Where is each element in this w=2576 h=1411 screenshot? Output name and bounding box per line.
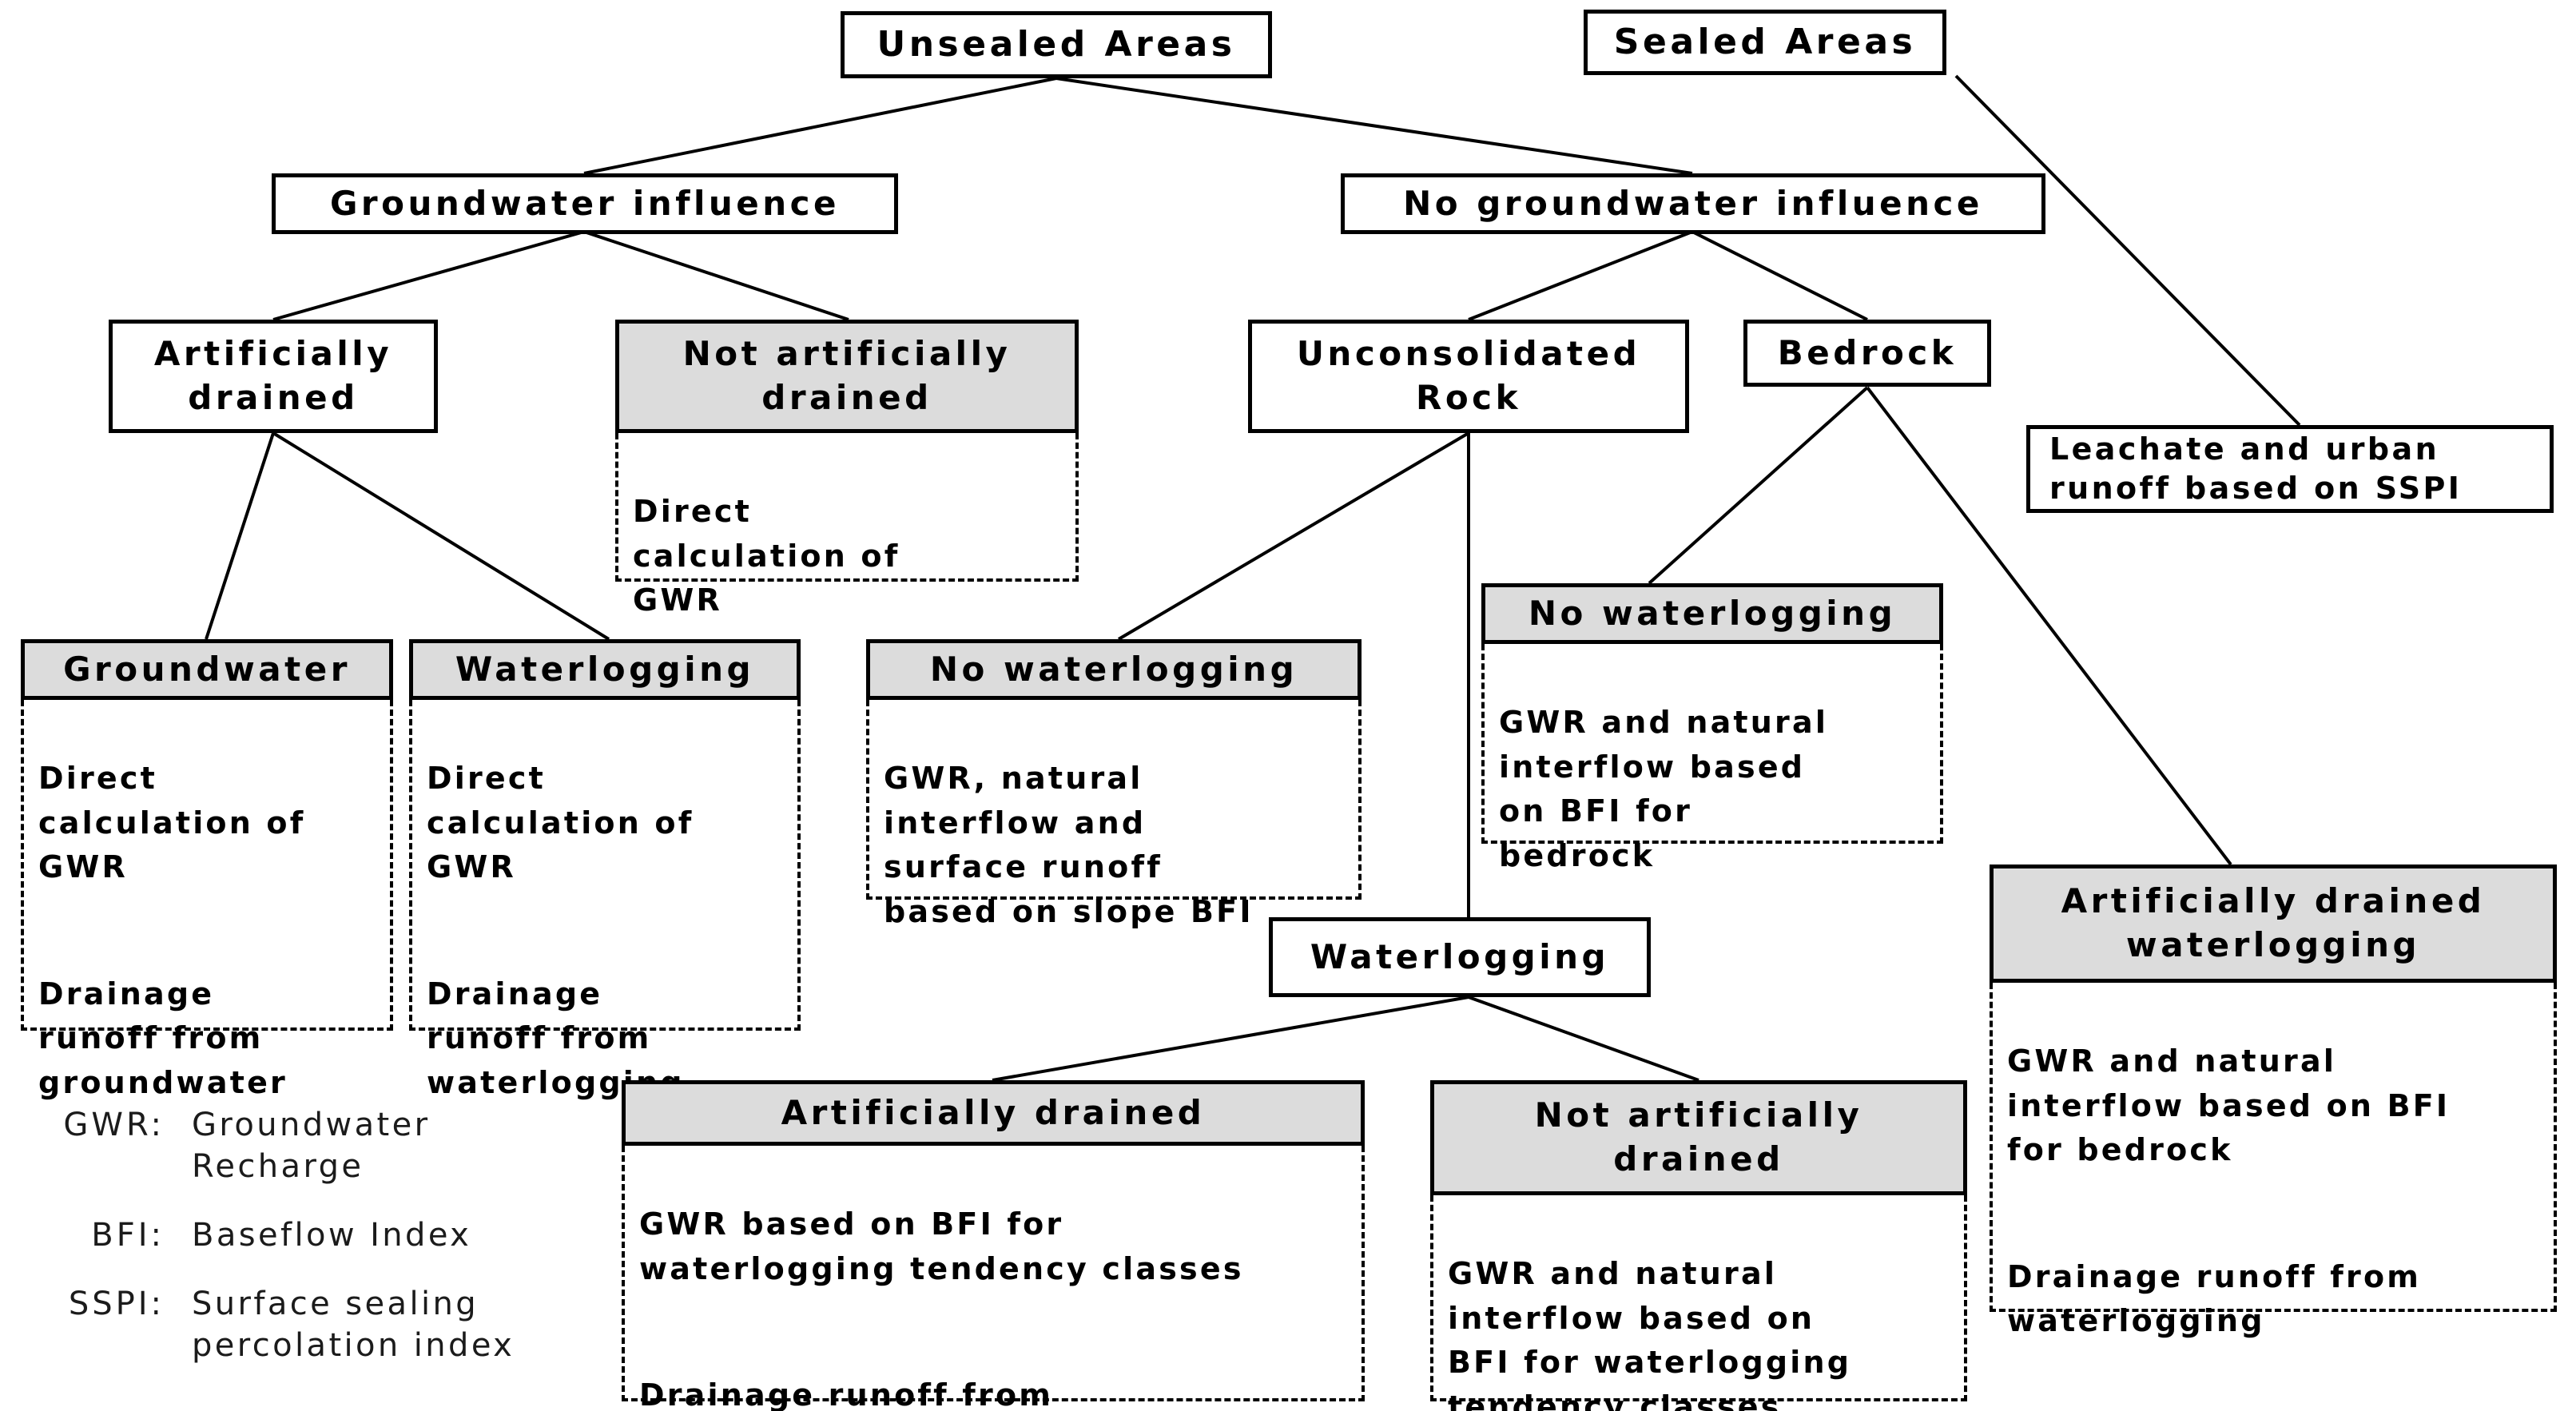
node-body: GWR and natural interflow based on BFI f… (1481, 644, 1943, 873)
node-header-text: Groundwater (63, 649, 351, 689)
node-header: Sealed Areas (1584, 10, 1946, 75)
node-header-text: No groundwater influence (1403, 183, 1983, 223)
edge-artdrained-to-groundwater (205, 432, 275, 640)
node-header: Artificially drained (622, 1080, 1365, 1146)
node-body-paragraph: GWR and natural interflow based on BFI f… (1448, 1256, 1852, 1411)
edge-unsealed-to-no-groundwater-influence (1055, 77, 1693, 175)
legend-item-bfi: BFI: Baseflow Index (24, 1214, 583, 1256)
node-waterlogging-mid[interactable]: Waterlogging (1269, 917, 1651, 997)
node-body-paragraph: Direct calculation of GWR (633, 494, 900, 618)
node-header-text: Sealed Areas (1613, 22, 1917, 63)
node-groundwater[interactable]: Groundwater Direct calculation of GWR Dr… (21, 639, 393, 1100)
node-header-text: Artificially drained (153, 334, 393, 417)
node-unconsolidated-rock[interactable]: Unconsolidated Rock (1248, 320, 1689, 433)
node-body-text: GWR and natural interflow based on BFI f… (1433, 1195, 1964, 1411)
node-body-paragraph: GWR, natural interflow and surface runof… (884, 761, 1254, 929)
node-header-text: Artificially drained (781, 1092, 1206, 1132)
node-header: No waterlogging (1481, 583, 1943, 644)
node-header: Artificially drained waterlogging (1990, 864, 2557, 983)
node-artificially-drained-waterlogging[interactable]: Artificially drained waterlogging GWR an… (1990, 864, 2557, 1338)
node-body-paragraph: Direct calculation of GWR (427, 761, 694, 885)
edge-artdrained-to-waterlogging (272, 431, 610, 641)
node-header: Waterlogging (409, 639, 801, 700)
node-header: Groundwater (21, 639, 393, 700)
edge-nogwinfl-to-bedrock (1691, 230, 1868, 321)
node-header: Groundwater influence (272, 173, 898, 234)
node-body-paragraph: Drainage runoff from waterlogging (639, 1377, 1054, 1411)
node-body: GWR, natural interflow and surface runof… (866, 700, 1362, 929)
node-body-paragraph: Drainage runoff from groundwater (38, 976, 288, 1100)
node-body: GWR based on BFI for waterlogging tenden… (622, 1146, 1365, 1411)
node-no-waterlogging-unconsolidated[interactable]: No waterlogging GWR, natural interflow a… (866, 639, 1362, 929)
node-waterlogging-left[interactable]: Waterlogging Direct calculation of GWR D… (409, 639, 801, 1100)
node-not-artificially-drained[interactable]: Not artificially drained Direct calculat… (615, 320, 1079, 618)
legend-description: Baseflow Index (192, 1217, 472, 1254)
node-header-text: No waterlogging (929, 649, 1298, 689)
node-artificially-drained[interactable]: Artificially drained (109, 320, 438, 433)
edge-waterlogging-to-not-artdrained-bottom (1468, 996, 1699, 1082)
node-body-paragraph: Drainage runoff from waterlogging (2007, 1258, 2422, 1339)
node-unsealed-areas[interactable]: Unsealed Areas (841, 11, 1272, 78)
legend-abbr: GWR: (63, 1107, 165, 1143)
node-body-text: GWR based on BFI for waterlogging tenden… (625, 1146, 1362, 1411)
edge-unconsolidated-to-no-waterlogging (1117, 431, 1470, 641)
node-header-text: No waterlogging (1528, 593, 1897, 633)
node-artificially-drained-bottom[interactable]: Artificially drained GWR based on BFI fo… (622, 1080, 1365, 1411)
node-body-text: GWR, natural interflow and surface runof… (869, 700, 1358, 987)
edge-gwinfl-to-not-artificially-drained (583, 230, 849, 321)
node-header: Leachate and urban runoff based on SSPI (2026, 425, 2554, 513)
node-sealed-areas[interactable]: Sealed Areas (1584, 10, 1946, 75)
edge-sealed-to-leachate (1954, 74, 2301, 427)
node-header-text: Artificially drained waterlogging (2061, 881, 2486, 964)
legend: GWR: Groundwater Recharge BFI: Baseflow … (24, 1104, 583, 1393)
node-body-text: GWR and natural interflow based on BFI f… (1993, 983, 2554, 1396)
legend-abbr: BFI: (91, 1217, 165, 1254)
node-body: GWR and natural interflow based on BFI f… (1430, 1195, 1967, 1411)
node-no-groundwater-influence[interactable]: No groundwater influence (1341, 173, 2045, 234)
node-body-text: GWR and natural interflow based on BFI f… (1485, 644, 1940, 931)
node-header: Not artificially drained (615, 320, 1079, 433)
node-header-text: Bedrock (1777, 332, 1958, 372)
legend-description: Surface sealing percolation index (192, 1286, 515, 1364)
node-leachate-urban-runoff[interactable]: Leachate and urban runoff based on SSPI (2026, 425, 2554, 513)
node-header: No waterlogging (866, 639, 1362, 700)
node-header: Unconsolidated Rock (1248, 320, 1689, 433)
node-header-text: Not artificially drained (682, 334, 1012, 417)
node-header-text: Not artificially drained (1534, 1095, 1863, 1178)
node-body: Direct calculation of GWR (615, 433, 1079, 618)
legend-item-sspi: SSPI: Surface sealing percolation index (24, 1283, 583, 1366)
node-no-waterlogging-bedrock[interactable]: No waterlogging GWR and natural interflo… (1481, 583, 1943, 873)
edge-waterlogging-to-artdrained-bottom (992, 996, 1469, 1082)
node-body-text: Direct calculation of GWR (618, 433, 1075, 675)
node-groundwater-influence[interactable]: Groundwater influence (272, 173, 898, 234)
node-not-artificially-drained-bottom[interactable]: Not artificially drained GWR and natural… (1430, 1080, 1967, 1411)
node-body: Direct calculation of GWR Drainage runof… (409, 700, 801, 1100)
node-header: Bedrock (1743, 320, 1991, 387)
node-header-text: Unconsolidated Rock (1296, 334, 1641, 417)
node-header-text: Unsealed Areas (877, 24, 1236, 66)
node-body-paragraph: Direct calculation of GWR (38, 761, 306, 885)
edge-unsealed-to-groundwater-influence (583, 77, 1057, 175)
node-header-text: Leachate and urban runoff based on SSPI (2049, 431, 2463, 506)
edge-nogwinfl-to-unconsolidated (1468, 230, 1693, 321)
node-body-paragraph: GWR and natural interflow based on BFI f… (2007, 1043, 2451, 1168)
node-body: GWR and natural interflow based on BFI f… (1990, 983, 2557, 1338)
legend-item-gwr: GWR: Groundwater Recharge (24, 1104, 583, 1187)
legend-description: Groundwater Recharge (192, 1107, 431, 1185)
node-header: No groundwater influence (1341, 173, 2045, 234)
edge-gwinfl-to-artificially-drained (272, 230, 585, 321)
node-body-paragraph: GWR based on BFI for waterlogging tenden… (639, 1206, 1244, 1286)
node-header: Not artificially drained (1430, 1080, 1967, 1195)
node-body-paragraph: GWR and natural interflow based on BFI f… (1499, 705, 1829, 873)
node-header: Unsealed Areas (841, 11, 1272, 78)
node-header: Artificially drained (109, 320, 438, 433)
node-header: Waterlogging (1269, 917, 1651, 997)
legend-abbr: SSPI: (68, 1286, 165, 1322)
node-header-text: Groundwater influence (329, 183, 841, 223)
node-body: Direct calculation of GWR Drainage runof… (21, 700, 393, 1100)
node-bedrock[interactable]: Bedrock (1743, 320, 1991, 387)
node-header-text: Waterlogging (1310, 936, 1610, 976)
node-header-text: Waterlogging (455, 649, 755, 689)
node-body-text: Direct calculation of GWR Drainage runof… (24, 700, 390, 1158)
